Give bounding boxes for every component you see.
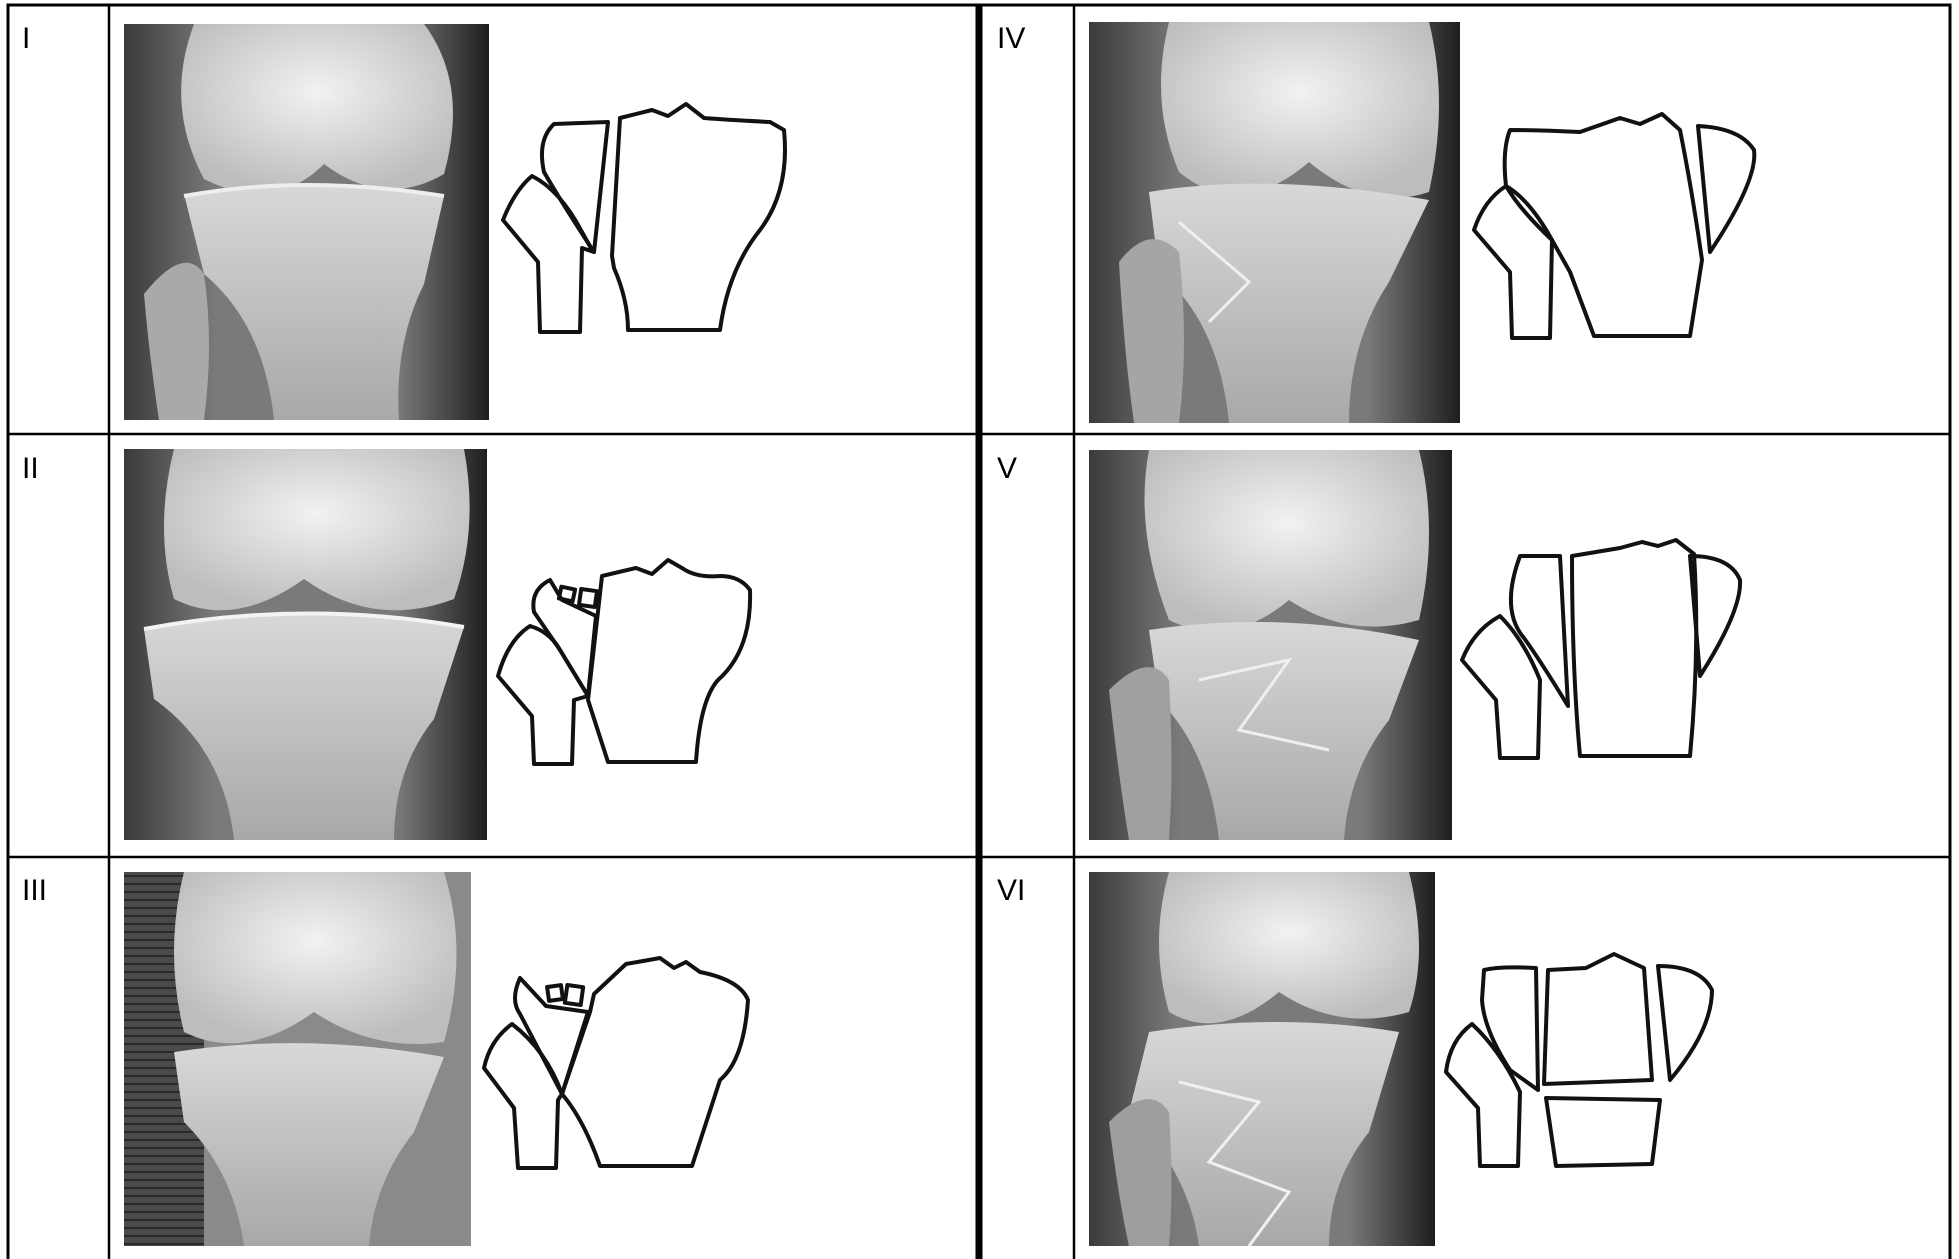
type-label-6: VI — [997, 874, 1025, 908]
type-label-3: III — [22, 874, 47, 908]
xray-type-3 — [124, 872, 471, 1246]
xray-type-5 — [1089, 450, 1452, 840]
drawing-type-3 — [480, 952, 750, 1176]
type-label-4: IV — [997, 22, 1025, 56]
drawing-type-4 — [1466, 108, 1766, 348]
drawing-type-6 — [1440, 950, 1720, 1174]
type-label-2: II — [22, 452, 39, 486]
xray-type-4 — [1089, 22, 1460, 423]
type-label-1: I — [22, 22, 30, 56]
drawing-type-5 — [1456, 530, 1756, 770]
xray-type-2 — [124, 449, 487, 840]
xray-type-1 — [124, 24, 489, 420]
xray-type-6 — [1089, 872, 1435, 1246]
drawing-type-2 — [494, 556, 764, 770]
drawing-type-1 — [496, 100, 796, 340]
type-label-5: V — [997, 452, 1017, 486]
